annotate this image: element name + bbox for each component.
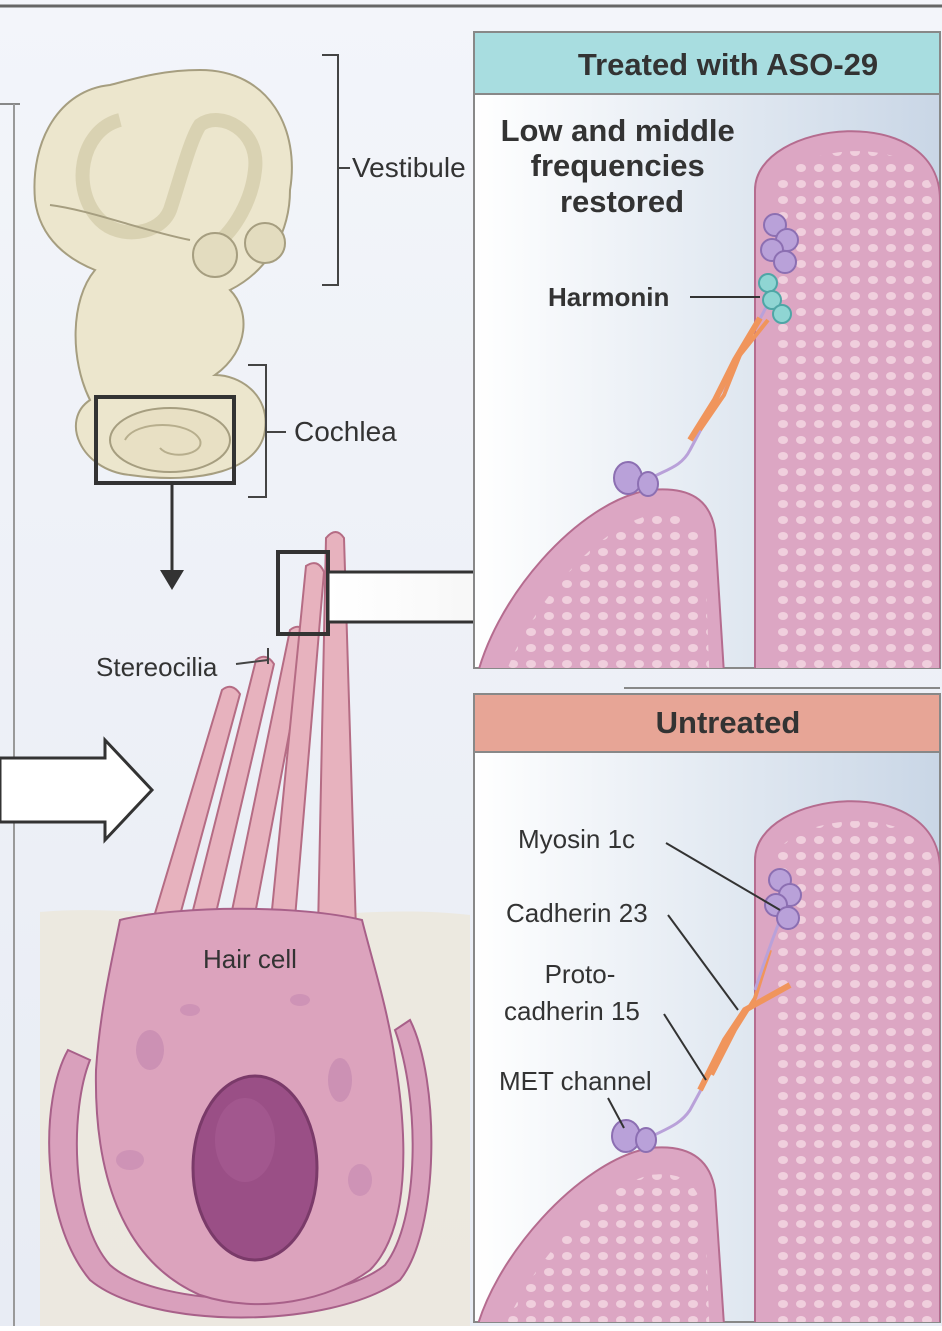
untreated-header-text: Untreated [656, 705, 801, 740]
protocadherin-label-1: Proto- [545, 959, 616, 989]
cadherin23-label: Cadherin 23 [506, 898, 648, 928]
treated-subtitle-line-1: Low and middle [501, 113, 735, 148]
harmonin-label: Harmonin [548, 282, 669, 312]
met-channel-label: MET channel [499, 1066, 652, 1096]
harmonin-dot [773, 305, 791, 323]
stereocilia-label: Stereocilia [96, 652, 218, 682]
treated-subtitle-line-2: frequencies [531, 148, 705, 183]
hair-cell-label: Hair cell [203, 944, 297, 974]
treated-subtitle-line-3: restored [560, 184, 684, 219]
protocadherin-label-2: cadherin 15 [504, 996, 640, 1026]
vestibule-label: Vestibule [352, 152, 466, 183]
myosin-label: Myosin 1c [518, 824, 635, 854]
treated-panel: Treated with ASO-29 Low and mid [474, 32, 940, 690]
cochlea-label: Cochlea [294, 416, 397, 447]
treated-header-text: Treated with ASO-29 [578, 47, 878, 82]
untreated-panel: Untreated Myosin 1c Cadherin 23 Proto- c… [474, 688, 940, 1326]
harmonin-dot [759, 274, 777, 292]
